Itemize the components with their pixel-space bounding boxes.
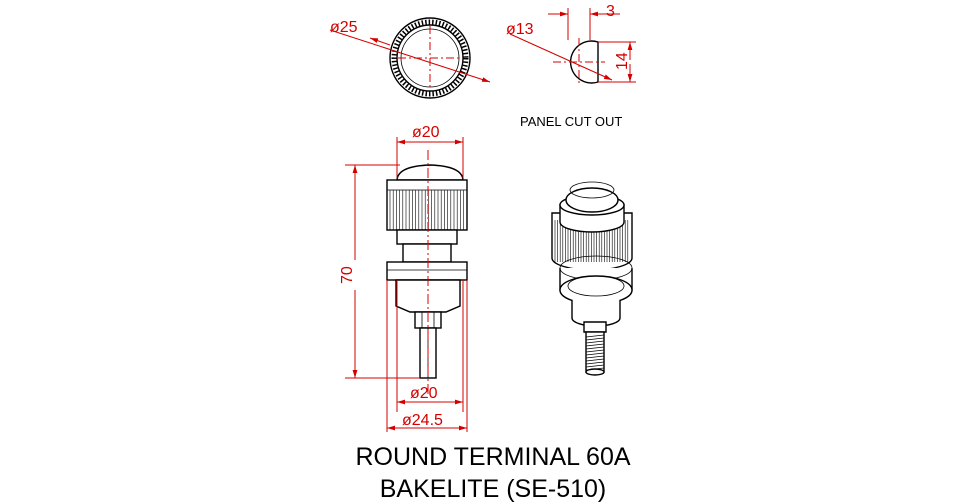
hatch-line [585, 352, 605, 356]
hatch-line [585, 361, 605, 365]
cap-diameter-label: ø20 [412, 124, 440, 141]
title-line-1: ROUND TERMINAL 60A [355, 443, 630, 471]
cutout-caption: PANEL CUT OUT [520, 114, 622, 129]
hatch-line [585, 337, 605, 341]
hatch-line [585, 334, 605, 338]
hatch-line [585, 364, 605, 368]
top-view-diameter-label: ø25 [330, 19, 358, 36]
hatch-line [585, 358, 605, 362]
isometric-view [551, 181, 633, 376]
base-diameter-label: ø20 [410, 385, 438, 402]
hatch-line [585, 346, 605, 350]
panel-cutout-view: ø13 3 14 PANEL CUT OUT [506, 3, 636, 129]
top-view: ø25 [329, 17, 491, 99]
hatch-line [585, 340, 605, 344]
title-line-2: BAKELITE (SE-510) [380, 475, 606, 503]
hatch-line [585, 349, 605, 353]
cutout-width-label: 3 [606, 3, 615, 20]
flange-diameter-label: ø24.5 [402, 412, 443, 429]
hatch-line [585, 343, 605, 347]
cutout-diameter-label: ø13 [506, 21, 534, 38]
hatch-line [585, 355, 605, 359]
height-label: 70 [339, 266, 356, 284]
drawing-title: ROUND TERMINAL 60A BAKELITE (SE-510) [355, 443, 630, 503]
side-view: ø20 70 ø20 ø24.5 [339, 124, 468, 432]
cutout-height-label: 14 [614, 52, 631, 70]
